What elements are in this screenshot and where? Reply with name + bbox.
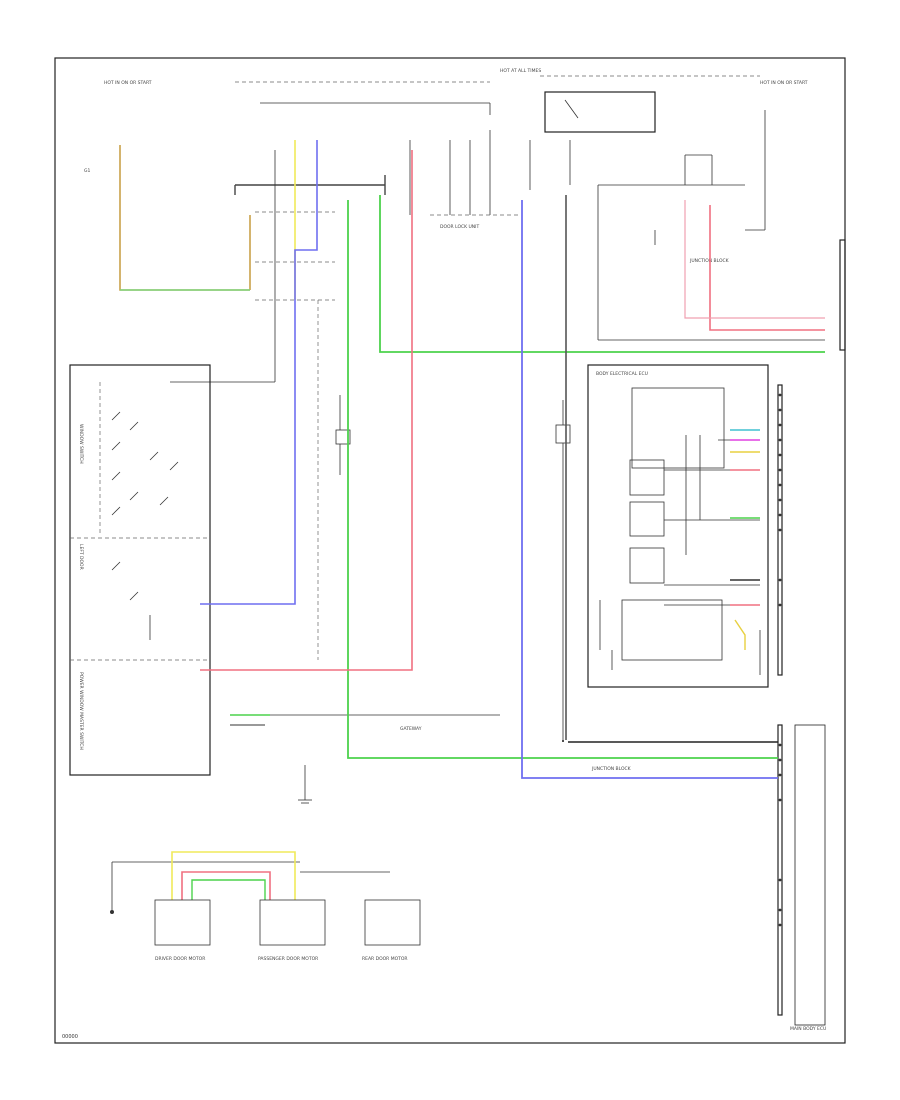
wire-red-right: [709, 205, 825, 331]
label-right-connector: JUNCTION BLOCK: [591, 766, 632, 772]
body-ecu-box: [587, 364, 769, 688]
footer-code: 00000: [62, 1034, 78, 1040]
label-ground-left: G1: [84, 168, 90, 174]
wire-blue-right: [521, 200, 778, 779]
label-gw: GATEWAY: [400, 726, 422, 732]
motor-connectors: [154, 871, 421, 946]
diagram-frame: [54, 57, 846, 1044]
label-main-ecu: MAIN BODY ECU: [790, 1026, 826, 1032]
label-power-window: POWER WINDOW MASTER SWITCH: [78, 672, 84, 750]
label-lock-unit: DOOR LOCK UNIT: [440, 224, 480, 230]
wire-red: [200, 150, 413, 671]
connector-pins-right: [778, 393, 782, 927]
label-body-ecu: BODY ELECTRICAL ECU: [596, 371, 648, 377]
label-left-door: LEFT DOOR: [78, 544, 84, 570]
label-center-fuse: HOT AT ALL TIMES: [500, 68, 541, 74]
wire-tan: [119, 145, 250, 291]
label-bottom-right: REAR DOOR MOTOR: [362, 956, 408, 962]
wire-yellow-bottom: [171, 851, 296, 900]
wire-red-bottom: [181, 871, 271, 900]
label-switch-group: WINDOW SWITCH: [78, 424, 84, 464]
label-left-ignition: HOT IN ON OR START: [104, 80, 152, 86]
wire-blue-left: [200, 140, 318, 605]
wire-green-bottom: [347, 200, 778, 759]
wire-green-top: [379, 195, 825, 353]
switch-panel: [69, 364, 211, 776]
label-bottom-left: DRIVER DOOR MOTOR: [155, 956, 205, 962]
fuse-box: [544, 91, 656, 133]
label-right-hot: HOT IN ON OR START: [760, 80, 808, 86]
switch-contacts: [111, 411, 179, 640]
label-bottom-mid: PASSENGER DOOR MOTOR: [258, 956, 318, 962]
